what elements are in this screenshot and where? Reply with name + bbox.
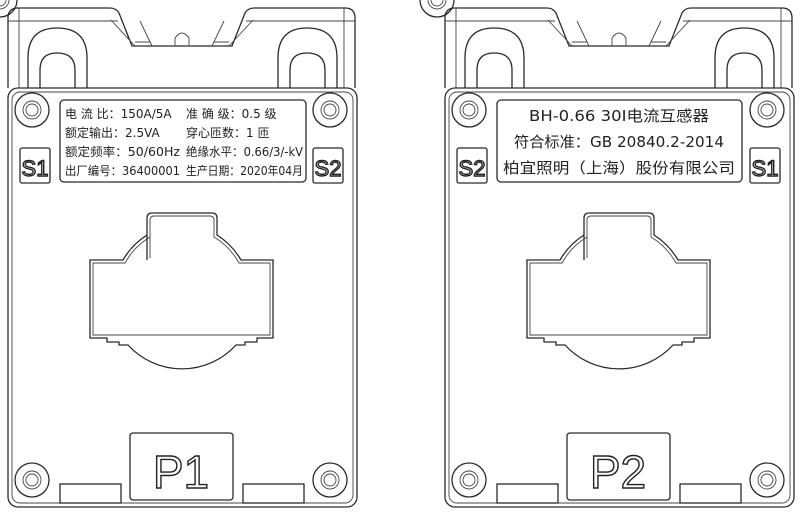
model-text: BH-0.66 30Ⅰ电流互感器	[529, 107, 709, 125]
left-transformer: 电 流 比：150A/5A 准 确 级：0.5 级 额定输出：2.5VA 穿心匝…	[0, 0, 358, 508]
standard-text: 符合标准：GB 20840.2-2014	[514, 133, 724, 151]
nameplate-text: 出厂编号：36400001	[65, 163, 180, 178]
primary-mark-p1: P1	[153, 446, 209, 498]
nameplate-text: 生产日期：2020年04月	[186, 164, 303, 178]
mounting-hole-icon	[451, 462, 487, 498]
nameplate-text: 绝缘水平：0.66/3/-kV	[186, 144, 304, 159]
nameplate-text: 额定输出：2.5VA	[65, 125, 161, 140]
primary-mark-p2: P2	[590, 446, 646, 498]
nameplate	[496, 99, 743, 183]
terminal-label-s1: S1	[22, 156, 49, 181]
mounting-hole-icon	[312, 462, 348, 498]
nameplate	[59, 99, 307, 183]
nameplate-text: 额定频率：50/60Hz	[65, 144, 180, 159]
nameplate-text: 电 流 比：150A/5A	[65, 107, 172, 121]
terminal-label-s2: S2	[459, 156, 486, 181]
mounting-hole-icon	[749, 462, 785, 498]
nameplate-text: 穿心匝数：1 匝	[186, 125, 269, 140]
mounting-hole-icon	[749, 92, 785, 128]
terminal-label-s2: S2	[315, 156, 342, 181]
mounting-hole-icon	[451, 92, 487, 128]
manufacturer-text: 柏宜照明（上海）股份有限公司	[503, 159, 735, 177]
terminal-label-s1: S1	[752, 156, 779, 181]
mounting-hole-icon	[312, 92, 348, 128]
right-transformer: BH-0.66 30Ⅰ电流互感器 符合标准：GB 20840.2-2014 柏宜…	[419, 0, 795, 508]
mounting-hole-icon	[14, 92, 50, 128]
mounting-hole-icon	[14, 462, 50, 498]
nameplate-text: 准 确 级：0.5 级	[186, 107, 277, 121]
